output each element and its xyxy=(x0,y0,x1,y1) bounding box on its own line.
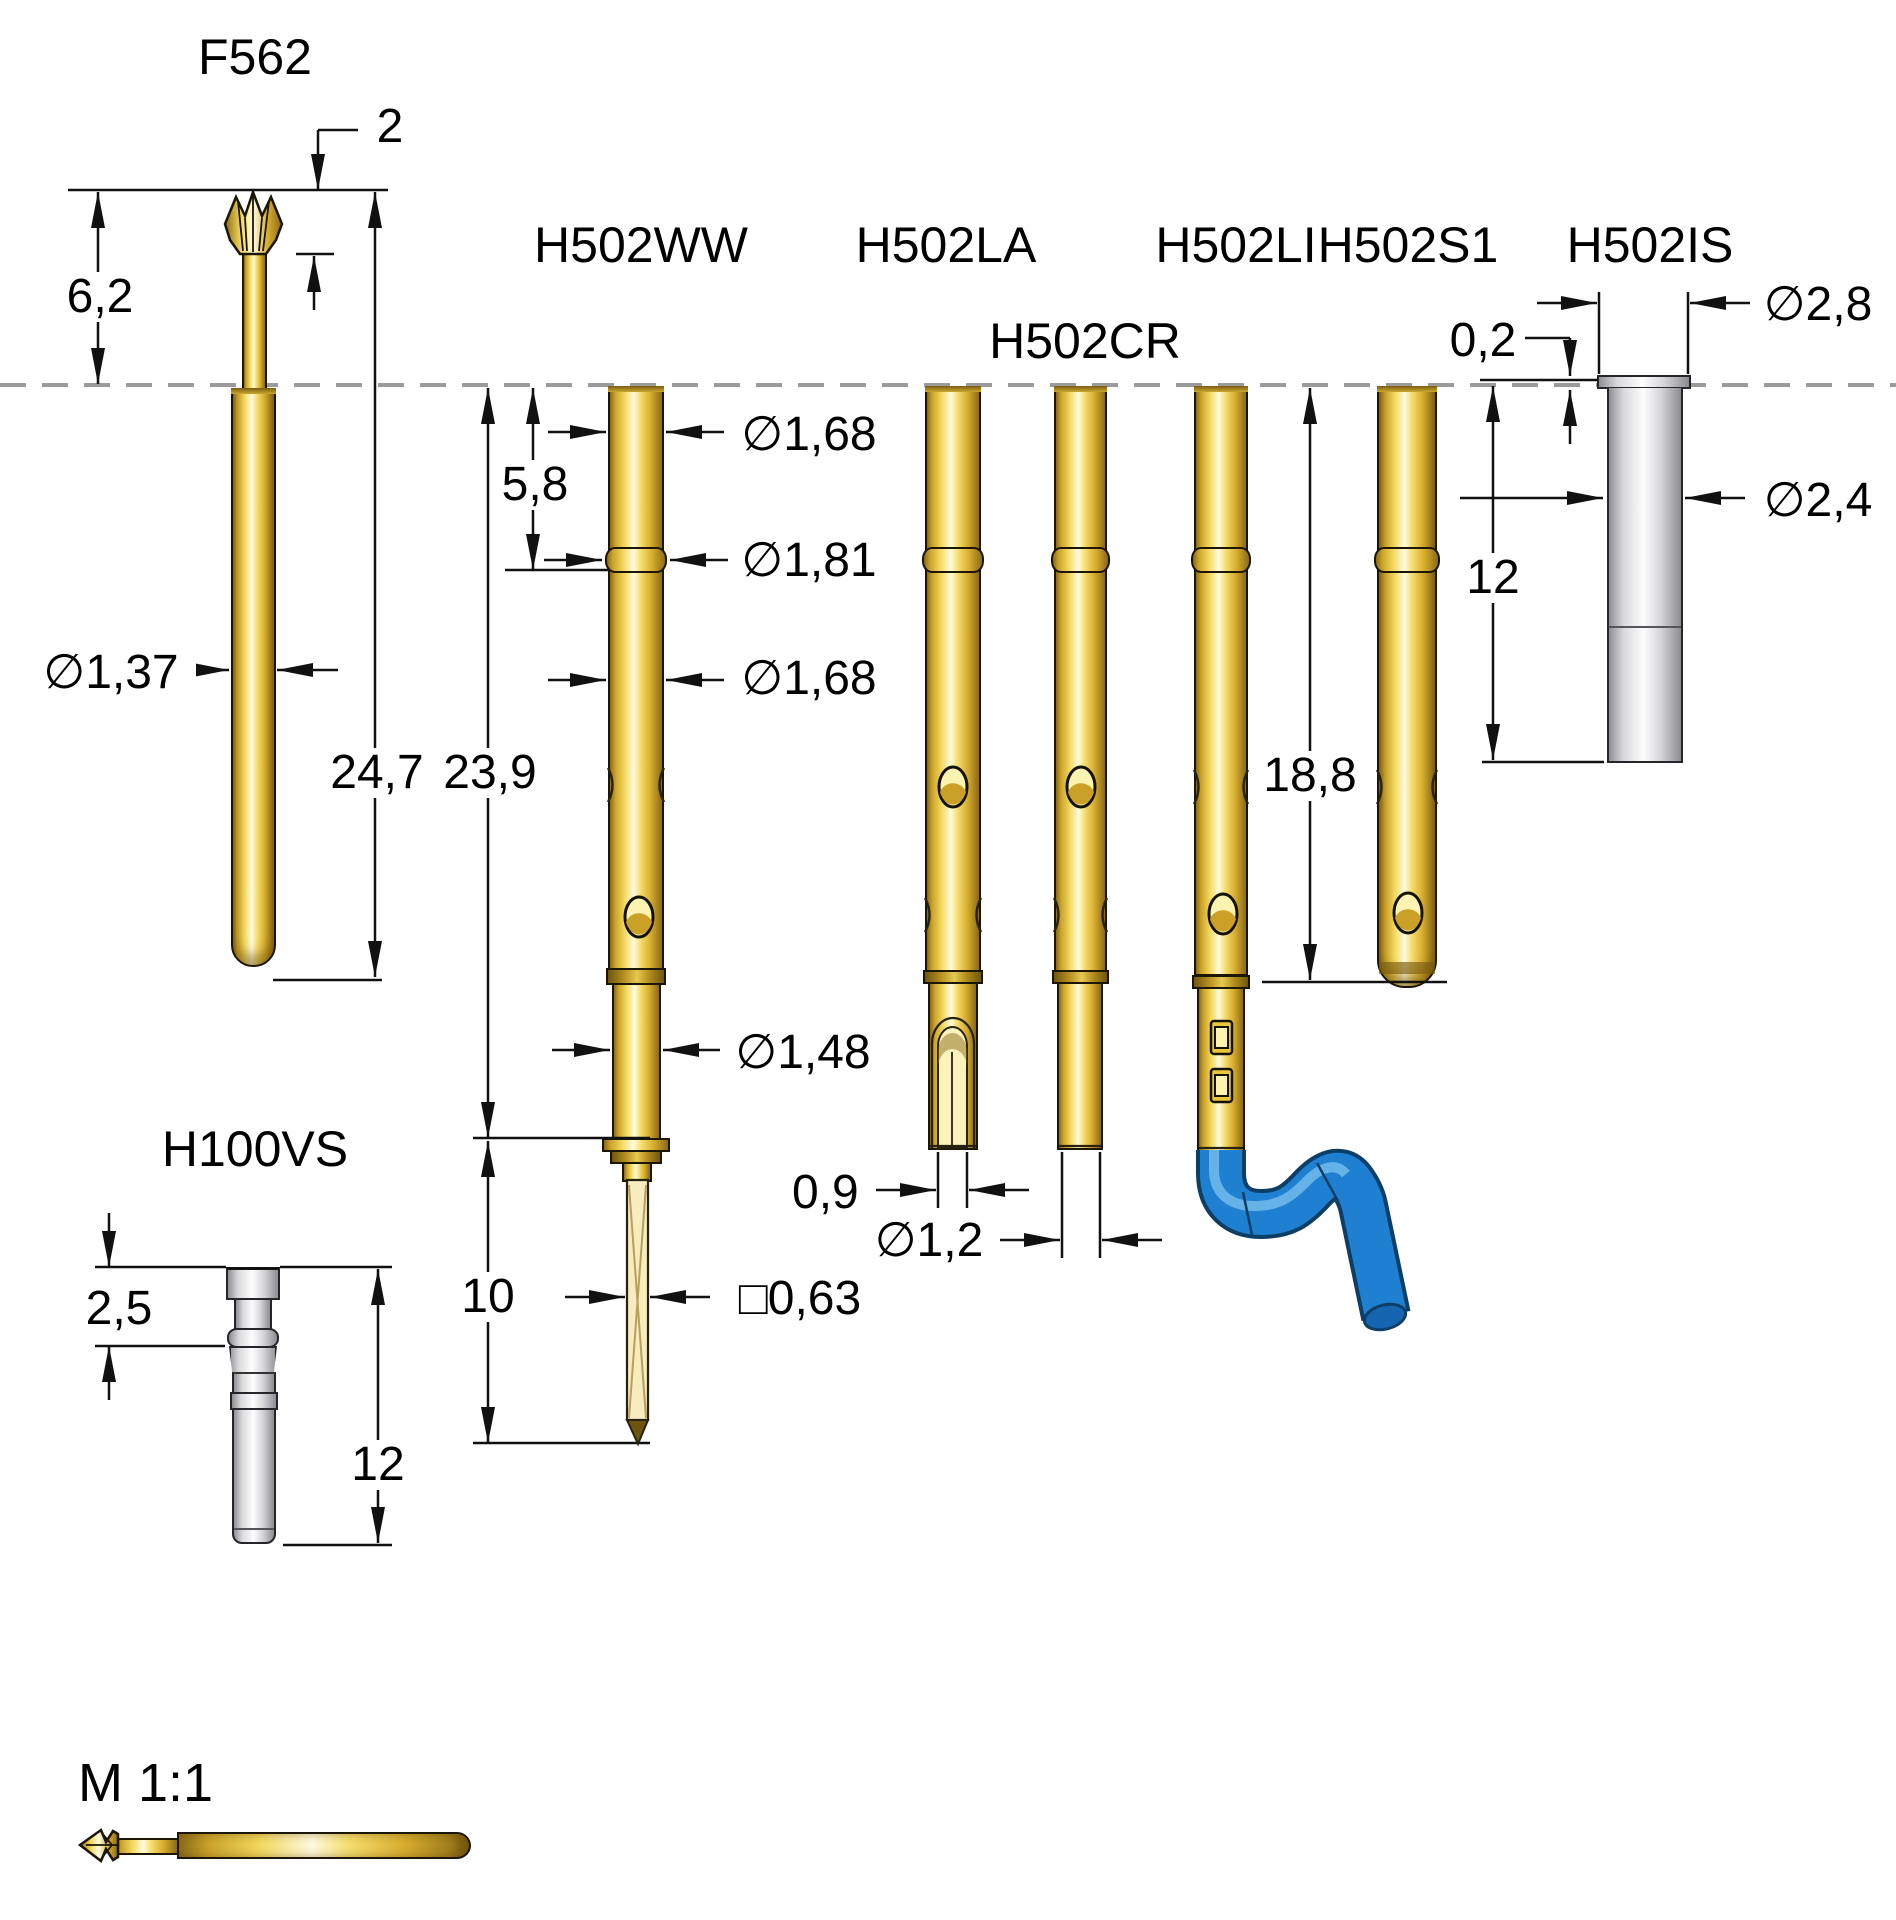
label-h502s1: H502S1 xyxy=(1317,217,1499,273)
dim-h502ww-plunger-square: □0,63 xyxy=(722,1274,878,1324)
dim-h502ww-upper-length: 5,8 xyxy=(493,460,577,510)
label-h502cr: H502CR xyxy=(989,313,1181,369)
h502li-barrel-rim xyxy=(1194,386,1248,392)
crimp-holes xyxy=(623,765,1424,939)
h502li-collar xyxy=(1191,547,1251,573)
dim-h502is-flange-height: 0,2 xyxy=(1441,316,1525,366)
h502cr-barrel-rim xyxy=(1054,386,1107,392)
h502la-collar xyxy=(922,547,984,573)
h502is-sleeve xyxy=(1607,388,1683,763)
h502s1-collar xyxy=(1374,547,1440,573)
h502la-barrel xyxy=(925,386,981,972)
dim-h502ww-dia-top: ∅1,68 xyxy=(736,410,882,460)
reference-dashed-line xyxy=(0,383,1896,387)
h502ww-lower-barrel xyxy=(612,983,661,1140)
label-h502ww: H502WW xyxy=(534,217,748,273)
h502ww-barrel xyxy=(608,386,664,970)
h502s1-barrel xyxy=(1377,386,1437,988)
dim-h502ww-body-length: 23,9 xyxy=(438,748,542,798)
h502la-h502cr-tip-dimensions xyxy=(876,1152,1162,1258)
h502li-windows-icon xyxy=(1209,1019,1234,1104)
f562-plunger-shaft xyxy=(242,252,267,392)
dim-h502ww-dia-collar: ∅1,81 xyxy=(736,536,882,586)
label-h502is: H502IS xyxy=(1566,217,1734,273)
h502ww-plunger-icon xyxy=(625,1180,650,1447)
h502li-wire-icon xyxy=(1214,1150,1408,1332)
dim-f562-exposed: 6,2 xyxy=(58,272,142,322)
dim-f562-total-length: 24,7 xyxy=(325,748,429,798)
dim-f562-tip-length: 2 xyxy=(362,102,418,152)
f562-crown-tip-icon xyxy=(223,188,284,256)
label-h502li: H502LI xyxy=(1155,217,1317,273)
h502s1-barrel-rim xyxy=(1377,386,1437,392)
barrel-waist-notches xyxy=(608,768,1437,932)
label-f562: F562 xyxy=(198,29,312,85)
h502cr-collar xyxy=(1051,547,1110,573)
f562-dimensions xyxy=(68,130,388,980)
dim-h502la-slot-width: 0,9 xyxy=(788,1168,862,1218)
scale-note: M 1:1 xyxy=(78,1753,214,1813)
dim-h502s1-body-length: 18,8 xyxy=(1258,751,1362,801)
h502ww-collar xyxy=(605,547,667,573)
h100vs-barrel xyxy=(232,1408,276,1544)
h502la-slot-icon xyxy=(930,1018,976,1148)
label-h100vs: H100VS xyxy=(161,1121,349,1177)
f562-barrel-rim xyxy=(231,388,276,394)
dim-h502ww-dia-body: ∅1,68 xyxy=(736,654,882,704)
h502cr-crimp-tube xyxy=(1057,982,1103,1150)
h502cr-barrel xyxy=(1054,386,1107,972)
dim-h502is-sleeve-dia: ∅2,4 xyxy=(1752,476,1884,526)
dim-h502is-flange-dia: ∅2,8 xyxy=(1752,280,1884,330)
h502s1-dimensions xyxy=(1262,388,1447,982)
dim-h502ww-dia-lower: ∅1,48 xyxy=(730,1028,876,1078)
h502s1-bottom-band xyxy=(1379,962,1435,974)
dim-f562-barrel-dia: ∅1,37 xyxy=(26,648,196,698)
dim-h502ww-plunger-length: 10 xyxy=(448,1272,528,1322)
h502la-barrel-rim xyxy=(925,386,981,392)
label-h502la: H502LA xyxy=(855,217,1037,273)
dim-h502is-sleeve-length: 12 xyxy=(1453,553,1533,603)
dim-h100vs-head-length: 2,5 xyxy=(70,1284,168,1334)
h502ww-barrel-rim xyxy=(608,386,664,392)
h502is-sleeve-seam xyxy=(1609,626,1681,628)
dim-h502cr-tip-dia: ∅1,2 xyxy=(868,1216,990,1266)
h100vs-head xyxy=(226,1267,280,1300)
scale-pin-barrel xyxy=(177,1832,471,1859)
h100vs-taper xyxy=(229,1346,277,1374)
h100vs-bottom-line xyxy=(234,1528,274,1530)
h100vs-dimensions xyxy=(95,1213,392,1545)
f562-barrel xyxy=(231,388,276,967)
dim-h100vs-total-length: 12 xyxy=(338,1440,418,1490)
scale-pin-crown-icon xyxy=(77,1828,120,1863)
